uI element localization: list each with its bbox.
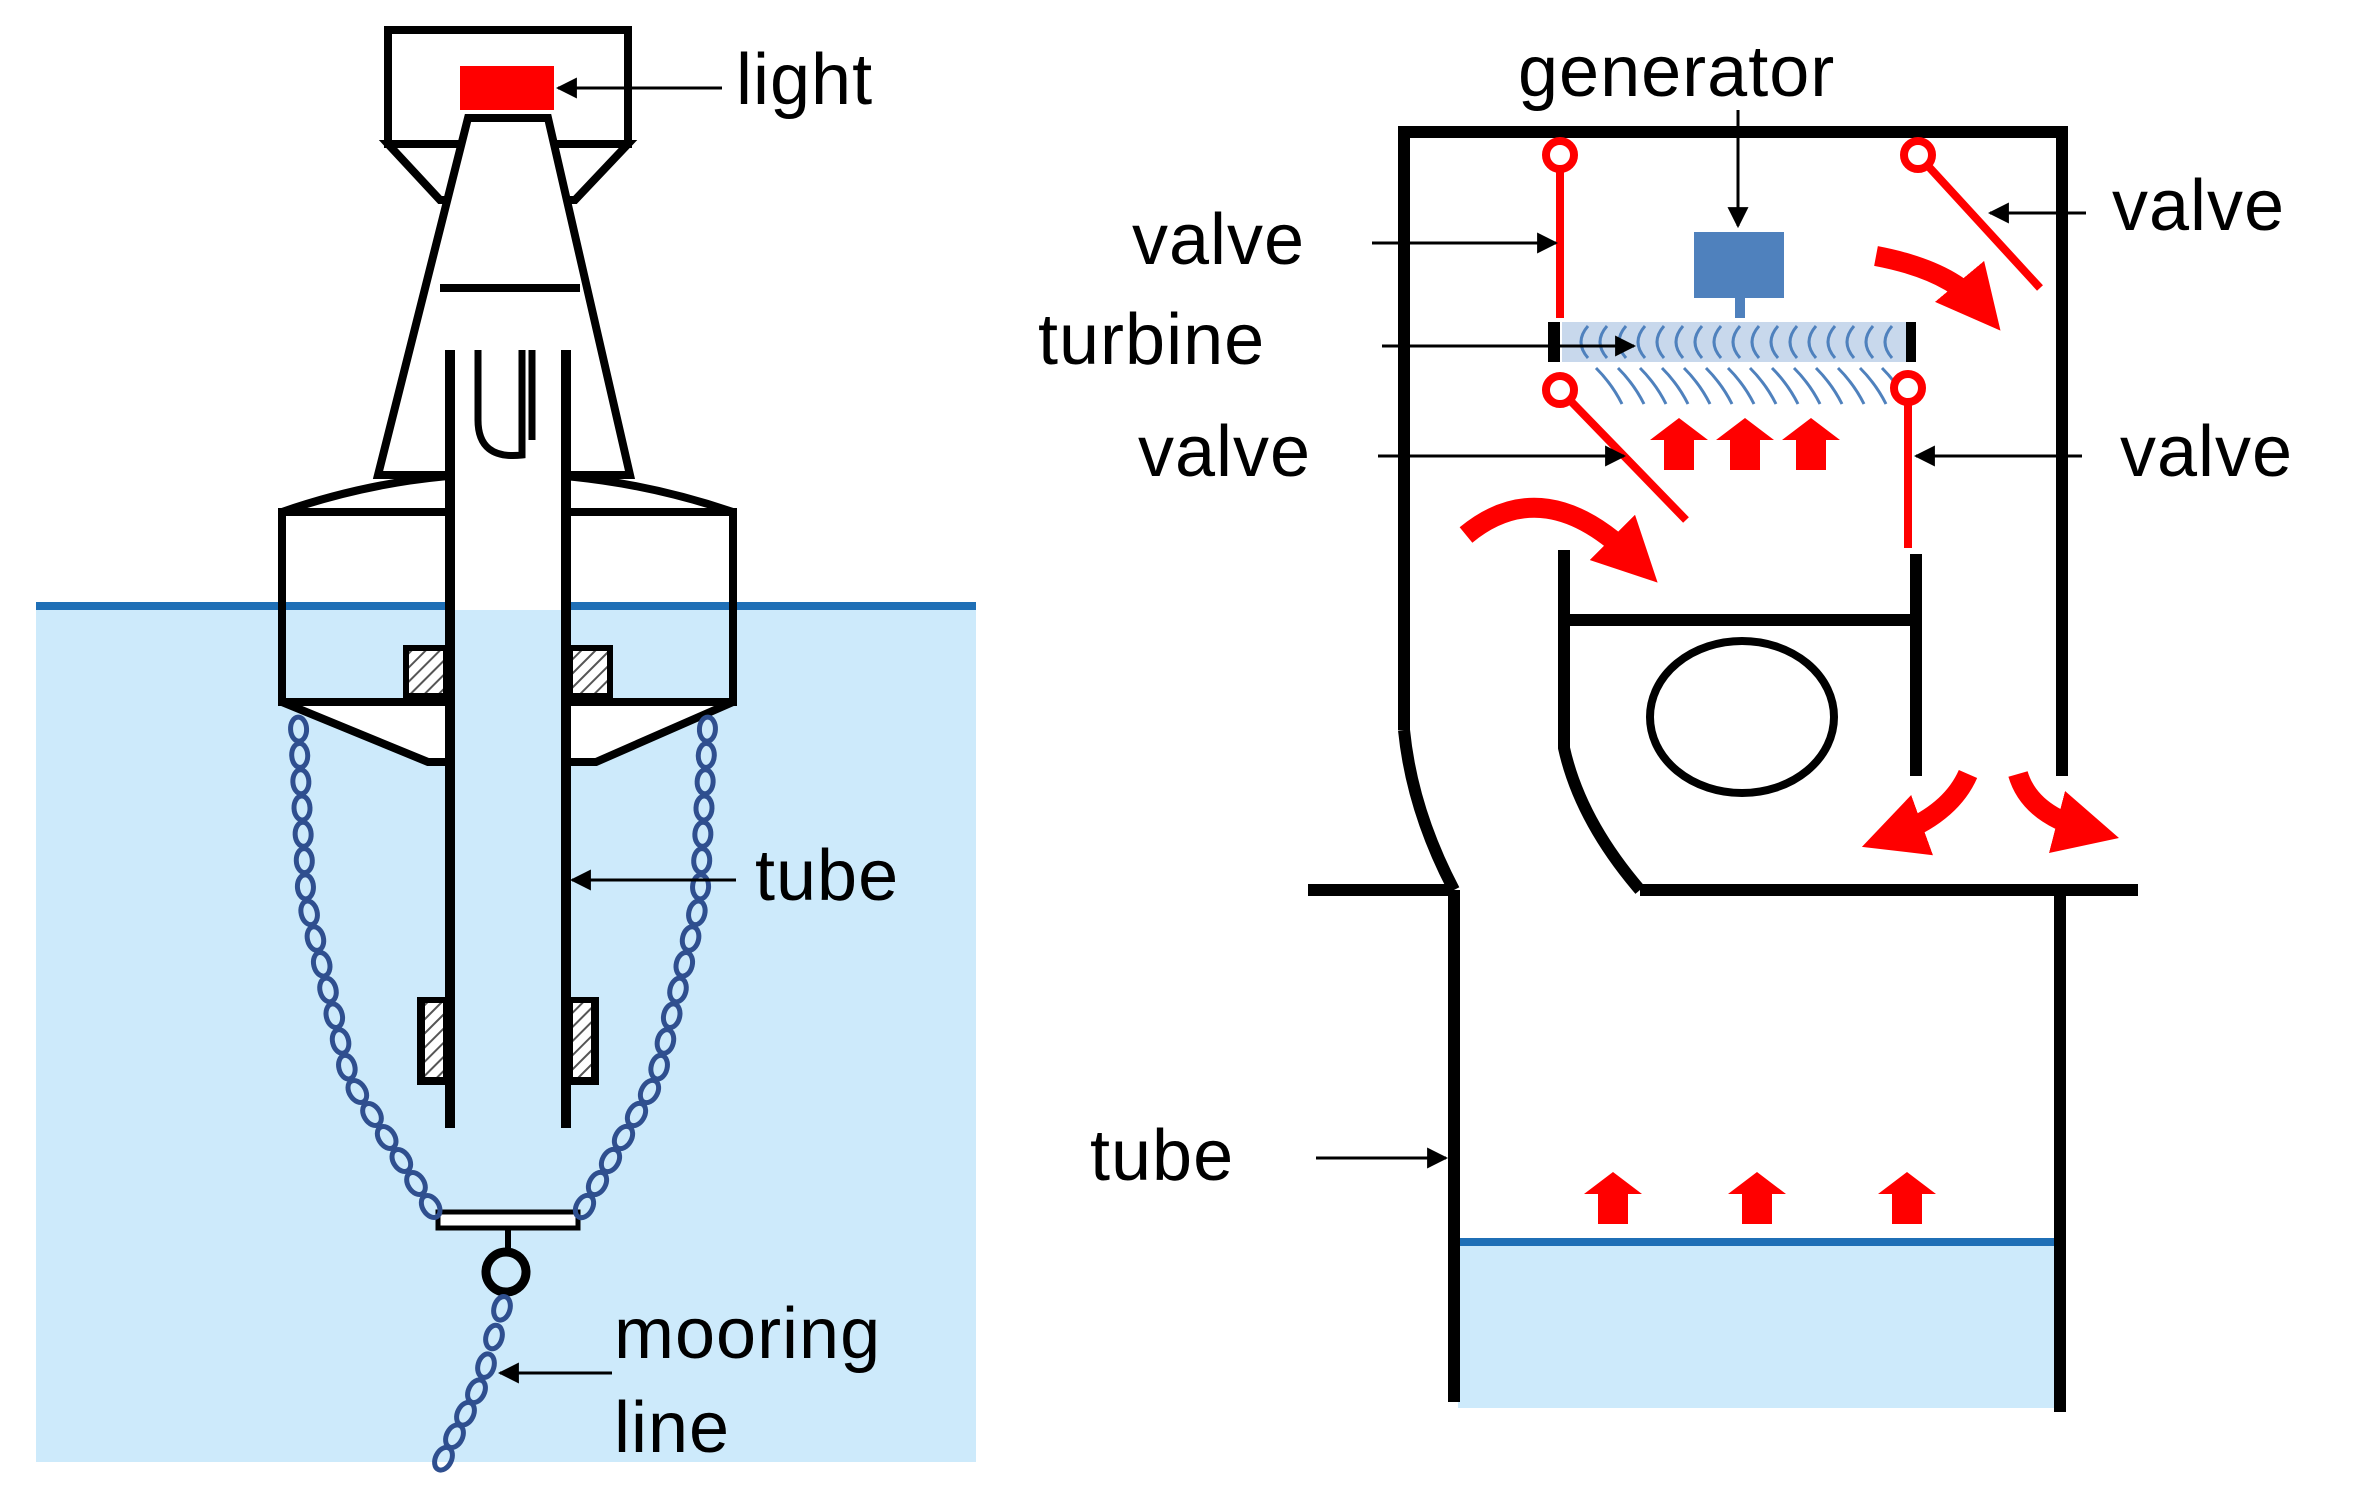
turbine-blade [1731, 325, 1742, 359]
right-leader-lines [1316, 110, 2086, 1169]
chain-link [345, 1078, 370, 1105]
light-icon [460, 66, 554, 110]
curved-arrow-icon [1861, 769, 1978, 856]
airflow-line [1660, 366, 1690, 405]
airflow-arrows [1584, 418, 1936, 1224]
turbine-blade [1712, 325, 1723, 359]
chain-link [360, 1101, 384, 1128]
valve-bottom-right-label: valve [2120, 412, 2293, 492]
up-arrow-icon [1716, 418, 1774, 470]
airflow-line [1638, 366, 1668, 405]
right-chamber-panel: generator valve valve turbine valve valv… [1038, 32, 2293, 1412]
airflow-line [1836, 366, 1866, 405]
turbine-blade [1788, 325, 1799, 359]
chamber-walls [1308, 126, 2138, 1412]
turbine-blade [1845, 325, 1856, 359]
turbine-blade [1636, 325, 1647, 359]
chain-left [288, 714, 443, 1220]
turbine-blade [1693, 325, 1704, 359]
left-leader-lines [497, 77, 736, 1384]
mooring-chains [288, 714, 718, 1473]
valve-bottom-left-label: valve [1138, 412, 1311, 492]
valve-bottom-right [1890, 370, 1926, 548]
airflow-line [1594, 366, 1624, 405]
chain-link [389, 1147, 414, 1174]
turbine-blade [1864, 325, 1875, 359]
curved-arrow-icon [1874, 246, 2001, 331]
valve-top-left-label: valve [1132, 200, 1305, 280]
chain-link [491, 1294, 513, 1323]
up-arrow-icon [1782, 418, 1840, 470]
mooring-label-line2: line [614, 1388, 730, 1468]
airflow-line [1616, 366, 1646, 405]
airflow-line [1726, 366, 1756, 405]
turbine-blade [1579, 325, 1590, 359]
left-buoy-panel: light tube mooring line [36, 26, 976, 1473]
chain-link [475, 1351, 497, 1380]
valves [1542, 137, 2043, 548]
turbine-blade [1769, 325, 1780, 359]
up-arrow-icon [1650, 418, 1708, 470]
chain-link [418, 1193, 443, 1220]
left-tube-label: tube [755, 836, 899, 916]
turbine-blade [1807, 325, 1818, 359]
tube-bearings [403, 645, 613, 1085]
right-tube-label: tube [1090, 1116, 1234, 1196]
turbine-blade [1674, 325, 1685, 359]
up-arrow-icon [1878, 1172, 1936, 1224]
chain-link [483, 1322, 505, 1352]
airflow-line [1858, 366, 1888, 405]
airflow-line [1704, 366, 1734, 405]
airflow-line [1814, 366, 1844, 405]
valve-top-right [1900, 137, 2043, 291]
left-center-tube [445, 350, 571, 1128]
column-water [1458, 1242, 2062, 1408]
chain-link [572, 1192, 597, 1221]
airflow-line [1748, 366, 1778, 405]
mooring-plate [435, 1209, 581, 1231]
mooring-label-line1: mooring [614, 1294, 881, 1374]
mooring-line-chain [432, 1294, 513, 1473]
generator-icon [1694, 232, 1784, 298]
curved-flow-arrows [1459, 246, 2119, 856]
airflow-line [1770, 366, 1800, 405]
turbine-icon [1562, 322, 1910, 405]
airflow-line [1682, 366, 1712, 405]
chain-link [404, 1170, 428, 1197]
airflow-line [1792, 366, 1822, 405]
valve-top-right-label: valve [2112, 166, 2285, 246]
turbine-blade [1750, 325, 1761, 359]
turbine-blade [1655, 325, 1666, 359]
airflow-lines [1594, 366, 1910, 405]
mooring-ring [481, 1247, 531, 1297]
up-arrow-icon [1728, 1172, 1786, 1224]
float-tank [1646, 637, 1838, 797]
turbine-label: turbine [1038, 300, 1265, 380]
chain-right [572, 714, 718, 1221]
generator-label: generator [1518, 32, 1835, 112]
curved-arrow-icon [2008, 770, 2119, 853]
chain-link [336, 1052, 358, 1082]
curved-arrow-icon [1459, 497, 1658, 583]
chain-link [374, 1124, 399, 1151]
valve-top-left [1542, 137, 1578, 318]
turbine-blade [1598, 325, 1609, 359]
turbine-blade [1826, 325, 1837, 359]
chain-link [432, 1444, 455, 1473]
turbine-blade [1883, 325, 1894, 359]
up-arrow-icon [1584, 1172, 1642, 1224]
generator-shaft [1735, 298, 1745, 318]
light-label: light [736, 40, 873, 120]
